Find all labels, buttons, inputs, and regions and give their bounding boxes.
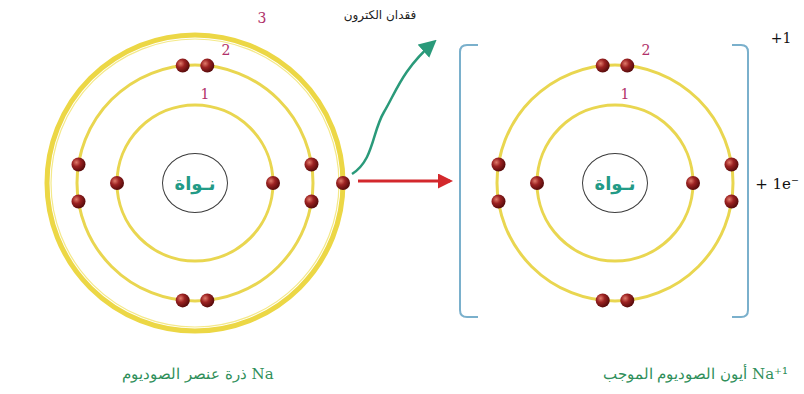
electron: [176, 293, 190, 307]
caption: Na⁺¹ أيون الصوديوم الموجب: [452, 365, 788, 383]
electron: [72, 195, 86, 209]
atom-group: Na ذرة عنصر الصوديومنـواة: [40, 28, 356, 338]
shell-number: 1: [201, 86, 210, 102]
electron: [200, 59, 214, 73]
electron: [686, 176, 700, 190]
electron: [492, 158, 506, 172]
nucleus-circle: نـواة: [582, 153, 648, 213]
nucleus-circle: نـواة: [162, 153, 228, 213]
electron: [725, 195, 739, 209]
electron: [620, 59, 634, 73]
charge-label: +1: [771, 30, 792, 46]
electron: [266, 176, 280, 190]
electron-label: + 1e⁻: [755, 175, 799, 193]
electron: [200, 293, 214, 307]
electron: [725, 158, 739, 172]
electron: [530, 176, 544, 190]
electron: [620, 293, 634, 307]
right-bracket: [732, 45, 748, 317]
shell-number: 1: [621, 86, 630, 102]
nucleus-label: نـواة: [175, 173, 216, 194]
electron: [176, 59, 190, 73]
electron: [596, 59, 610, 73]
shell-number: 2: [642, 42, 651, 58]
electron: [305, 158, 319, 172]
process-label: فقدان الكترون: [344, 8, 417, 22]
shell-number: 3: [258, 10, 267, 26]
atom-group: Na⁺¹ أيون الصوديوم الموجبنـواة: [452, 40, 752, 322]
shell-2: [497, 65, 733, 301]
shell-1: [537, 105, 693, 261]
electron: [110, 176, 124, 190]
electron: [492, 195, 506, 209]
caption: Na ذرة عنصر الصوديوم: [40, 365, 356, 383]
shell-number: 2: [222, 42, 231, 58]
shell-3: [47, 35, 343, 331]
shell-2: [77, 65, 313, 301]
electron: [305, 195, 319, 209]
electron: [336, 176, 350, 190]
nucleus-label: نـواة: [595, 173, 636, 194]
electron-group: [72, 59, 739, 308]
reaction-arrow: [358, 180, 450, 183]
electron: [72, 158, 86, 172]
electron-loss-arrow: [352, 42, 434, 174]
electron: [596, 293, 610, 307]
shell-3-inner: [51, 39, 339, 327]
shell-1: [117, 105, 273, 261]
left-bracket: [460, 45, 478, 317]
